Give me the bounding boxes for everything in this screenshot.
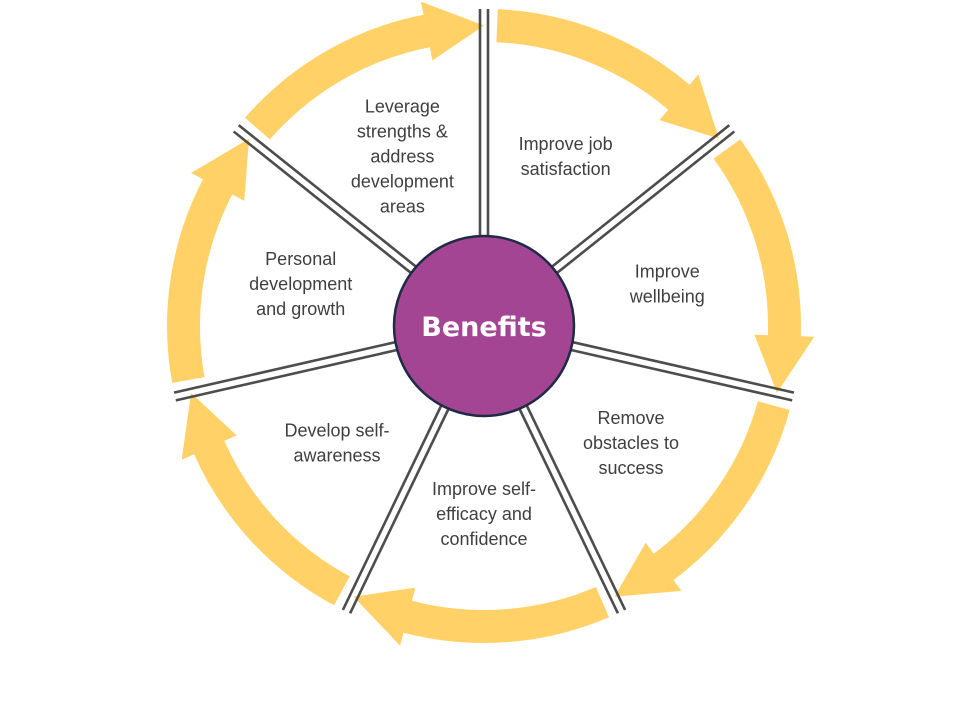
spoke-line — [173, 340, 398, 394]
segment-label-line: success — [598, 458, 663, 478]
segment-label: Remove obstacles to success — [583, 408, 679, 478]
segment-label-line: efficacy and — [436, 504, 532, 524]
spoke-line — [232, 130, 414, 276]
segment-label-line: address — [370, 147, 434, 167]
segment-label-line: strengths & — [357, 122, 448, 142]
segment-label: Improve wellbeing — [629, 262, 705, 307]
spoke-line — [237, 124, 419, 270]
segment-label-line: areas — [380, 197, 425, 217]
cycle-arrow — [167, 138, 250, 383]
segment-label-line: development — [351, 172, 454, 192]
spoke-line — [175, 348, 400, 402]
spoke-line — [348, 406, 451, 614]
segment-label-line: Leverage — [365, 97, 440, 117]
center-hub: Benefits — [392, 234, 576, 418]
spoke-line — [570, 340, 795, 394]
cycle-arrow — [713, 139, 815, 393]
segment-label-line: Personal — [265, 249, 336, 269]
segment-label-line: Improve — [635, 262, 700, 282]
cycle-arrow — [245, 1, 484, 140]
spoke-line — [341, 402, 444, 611]
spoke-line — [568, 348, 793, 402]
segment-label-line: Improve self- — [432, 479, 536, 499]
segment-label: Improve job satisfaction — [519, 134, 613, 179]
cycle-arrow — [614, 401, 790, 597]
segment-label-line: Develop self- — [284, 421, 389, 441]
spoke-line — [554, 130, 736, 276]
segment-label-line: Remove — [597, 408, 664, 428]
segment-label: Personal development and growth — [249, 249, 352, 319]
spoke-line — [524, 402, 627, 611]
segment-label-line: awareness — [293, 446, 380, 466]
segment-label: Leverage strengths & address development are… — [351, 97, 454, 217]
segment-label: Improve self-efficacy and confidence — [432, 479, 536, 549]
center-label: Benefits — [421, 312, 546, 343]
spoke-line — [517, 406, 620, 614]
segment-label-line: confidence — [440, 529, 527, 549]
cycle-arrow — [353, 587, 609, 646]
segment-label-line: and growth — [256, 299, 345, 319]
spoke-line — [549, 124, 731, 270]
segment-label-line: satisfaction — [521, 159, 611, 179]
segment-label-line: wellbeing — [629, 287, 705, 307]
segment-label: Develop self-awareness — [284, 421, 389, 466]
cycle-arrow — [181, 392, 350, 606]
cycle-arrows — [167, 1, 815, 646]
cycle-arrow — [496, 9, 719, 139]
center-circle — [392, 234, 576, 418]
segment-label-line: Improve job — [519, 134, 613, 154]
segment-label-line: development — [249, 274, 352, 294]
segment-label-line: obstacles to — [583, 433, 679, 453]
divider-spokes — [173, 9, 795, 614]
